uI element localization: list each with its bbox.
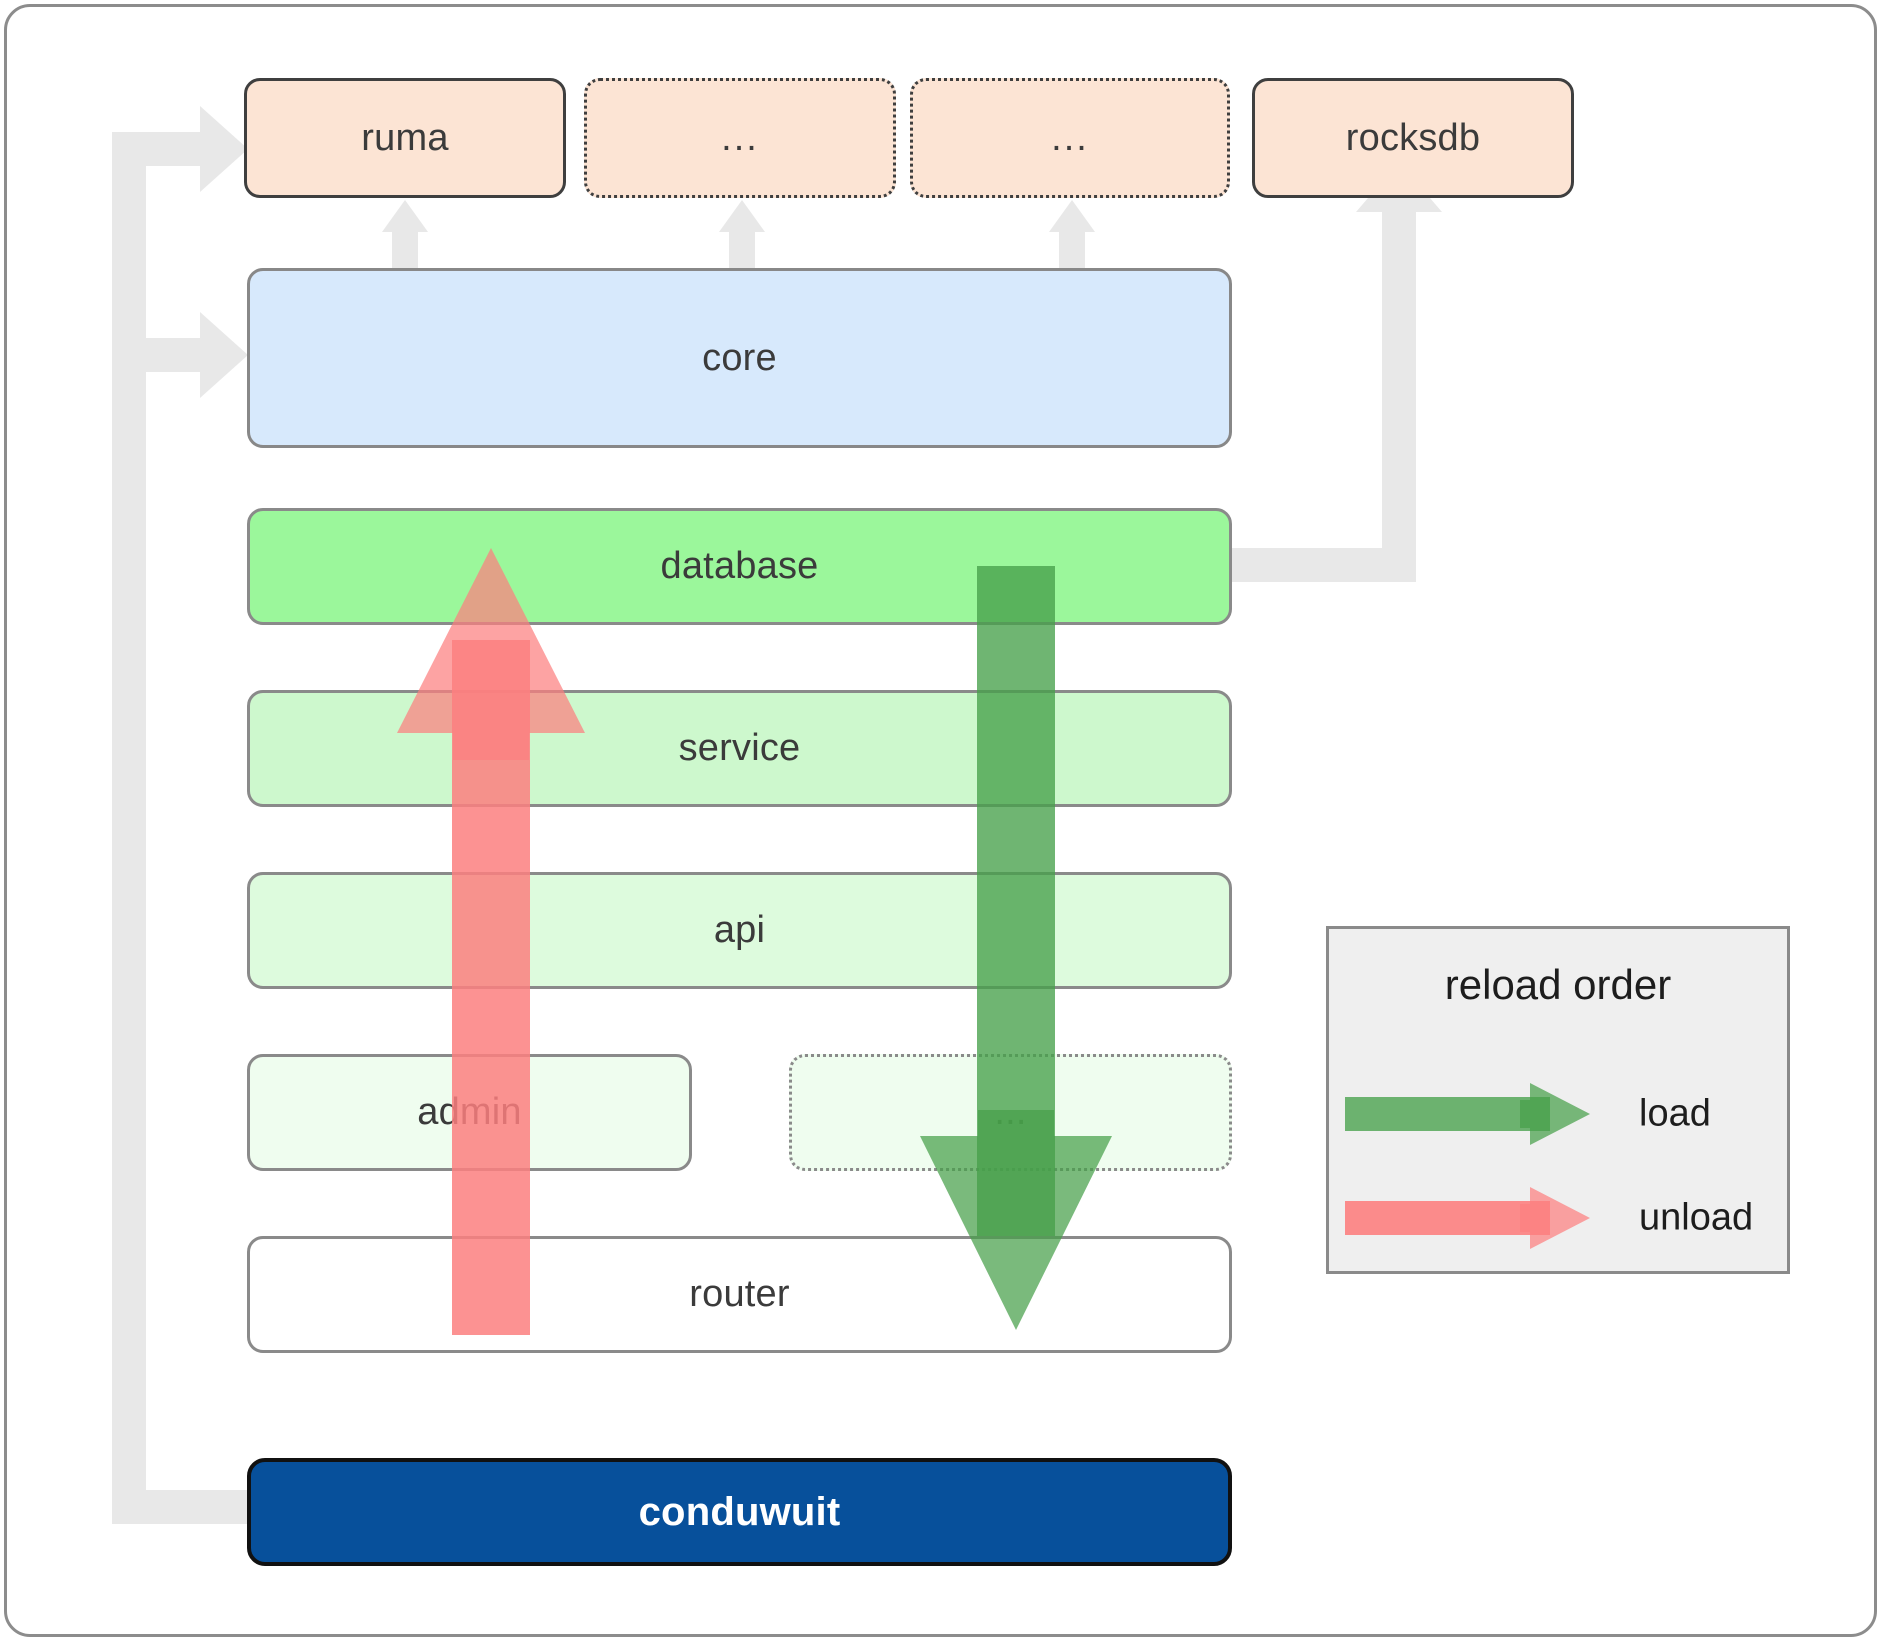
dependency-label: ... (721, 116, 759, 159)
binary-conduwuit[interactable]: conduwuit (247, 1458, 1232, 1566)
layer-label: router (689, 1273, 790, 1315)
legend-row-load: load (1329, 1069, 1787, 1159)
layer-label: admin (417, 1091, 522, 1133)
crate-api[interactable]: api (247, 872, 1232, 989)
dependency-label: rocksdb (1345, 116, 1481, 159)
dependency-rocksdb[interactable]: rocksdb (1252, 78, 1574, 198)
legend-title: reload order (1444, 961, 1672, 1008)
crate-database[interactable]: database (247, 508, 1232, 625)
crate-core[interactable]: core (247, 268, 1232, 448)
dependency-label: ... (1051, 116, 1089, 159)
dependency-placeholder-1[interactable]: ... (584, 78, 896, 198)
load-legend-arrow-icon (1345, 1083, 1590, 1145)
dependency-ruma[interactable]: ruma (244, 78, 566, 198)
legend-panel: reload order load unload (1326, 926, 1790, 1274)
crate-service[interactable]: service (247, 690, 1232, 807)
dependency-label: ruma (361, 116, 449, 159)
diagram-frame (4, 4, 1877, 1637)
legend-row-unload: unload (1329, 1173, 1787, 1263)
crate-placeholder[interactable]: ... (789, 1054, 1232, 1171)
crate-router[interactable]: router (247, 1236, 1232, 1353)
layer-label: ... (994, 1091, 1027, 1133)
unload-legend-arrow-icon (1345, 1187, 1590, 1249)
layer-label: service (678, 727, 801, 769)
root-label: conduwuit (638, 1489, 841, 1534)
layer-label: database (660, 545, 819, 587)
crate-admin[interactable]: admin (247, 1054, 692, 1171)
legend-label-load: load (1639, 1092, 1711, 1135)
dependency-placeholder-2[interactable]: ... (910, 78, 1230, 198)
legend-label-unload: unload (1639, 1196, 1754, 1239)
core-label: core (702, 336, 777, 379)
layer-label: api (713, 909, 766, 951)
